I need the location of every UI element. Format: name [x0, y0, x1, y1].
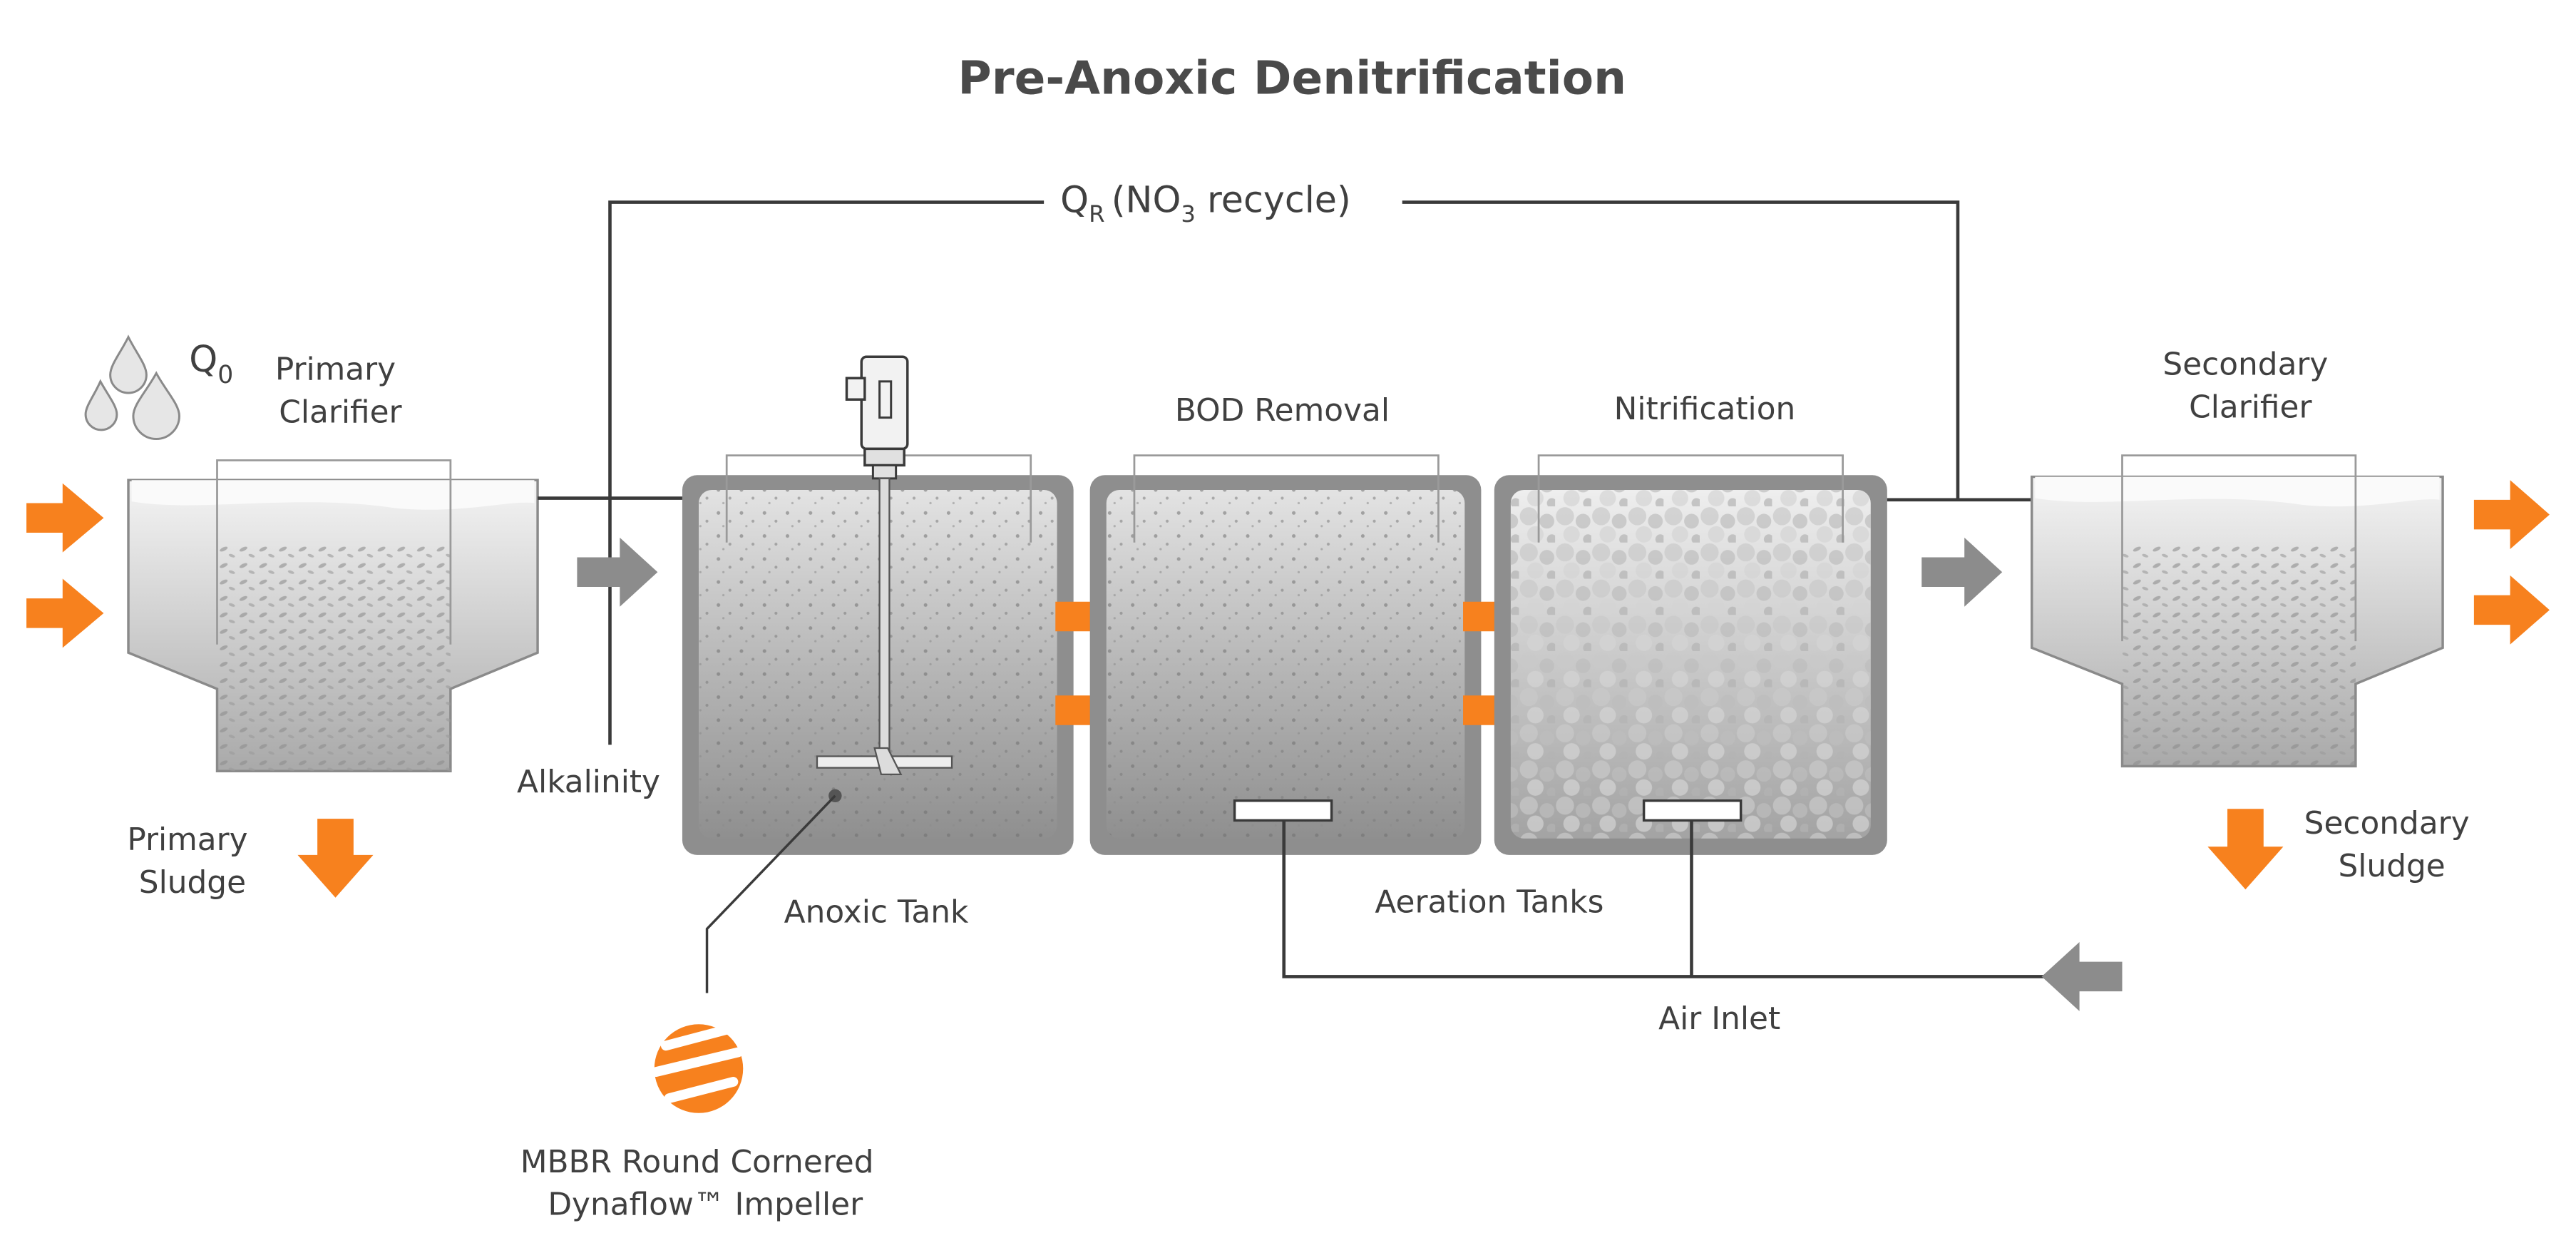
impeller-label: MBBR Round Cornered Dynaflow™ Impeller — [520, 1144, 884, 1223]
impeller-blade-icon — [816, 747, 953, 776]
alkalinity-label: Alkalinity — [517, 764, 660, 800]
secondary-clarifier-label: Secondary Clarifier — [2162, 347, 2338, 426]
secondary-clarifier — [2030, 454, 2444, 768]
air-inlet-label: Air Inlet — [1658, 1001, 1780, 1037]
nitrification-label: Nitrification — [1614, 391, 1796, 427]
primary-sludge-label: Primary Sludge — [127, 822, 257, 901]
primary-clarifier-label: Primary Clarifier — [275, 352, 406, 431]
process-arrow — [1921, 537, 2003, 607]
recycle-label: QR(NO3 recycle) — [1060, 178, 1351, 227]
anoxic-tank — [682, 454, 1074, 855]
impeller-callout-line — [705, 794, 836, 993]
primary-sludge-arrow — [297, 819, 374, 898]
bod-removal-label: BOD Removal — [1175, 392, 1390, 429]
dynaflow-impeller-logo-icon — [651, 1024, 744, 1113]
recycle-line-right — [1402, 200, 1960, 500]
air-inlet-arrow — [2041, 942, 2123, 1011]
influent-flow-label: Q0 — [189, 338, 233, 389]
nitrification-tank — [1494, 454, 1887, 855]
aeration-tanks-label: Aeration Tanks — [1375, 884, 1603, 921]
effluent-arrows — [2473, 480, 2550, 645]
air-inlet-line — [1282, 820, 2123, 978]
secondary-sludge-label: Secondary Sludge — [2304, 805, 2480, 884]
secondary-sludge-arrow — [2207, 809, 2284, 890]
anoxic-tank-label: Anoxic Tank — [784, 894, 969, 930]
water-drops-icon — [84, 334, 180, 441]
diagram-title: Pre-Anoxic Denitrification — [958, 51, 1626, 105]
mixer-motor-icon — [845, 355, 909, 759]
process-arrow — [577, 537, 658, 607]
primary-clarifier — [127, 459, 539, 772]
bod-removal-tank — [1089, 454, 1482, 855]
influent-arrows — [26, 483, 104, 648]
